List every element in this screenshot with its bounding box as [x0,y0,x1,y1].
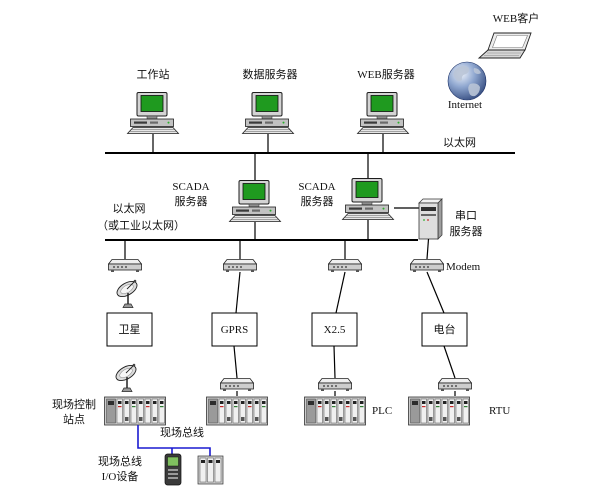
web-client-label: WEB客户 [493,11,539,25]
modem-icon [410,259,444,272]
io-module-icon [197,455,224,485]
data-server-label: 数据服务器 [243,67,298,81]
modem-icon [328,259,362,272]
laptop-screen [492,35,528,48]
channel-label: 电台 [434,322,456,336]
gprs-uplink [235,271,241,314]
x25-downlink [333,345,336,379]
serial-server-led [427,219,429,221]
field-station-label: 站点 [63,412,85,426]
modem-label: Modem [446,261,481,273]
radio-uplink [426,271,445,314]
handheld-keypad [168,473,178,475]
serial-server-side [437,198,443,240]
scada-server-1-label: SCADA [172,181,209,193]
fieldbus-io-label: 现场总线 [98,454,142,468]
rtu-rack-icon [408,396,470,426]
io-slot-label [208,460,213,463]
channel-box [421,312,468,347]
scada-server-2-label: 服务器 [301,195,334,208]
io-slot [199,457,207,483]
globe-icon [447,61,487,101]
internet-label: Internet [448,99,482,111]
scada-server-2-label: SCADA [298,181,335,193]
channel-gprs: GPRS [211,312,258,347]
handheld-keypad [168,469,178,471]
serial-server-icon [418,198,443,240]
ethernet-label: 以太网 [443,136,476,149]
channel-label: GPRS [221,324,249,336]
handheld-screen [167,456,179,467]
modem-icon [438,378,472,391]
modem-4-link [426,238,430,260]
scada-server-1-label: 服务器 [175,195,208,208]
channel-label: X2.5 [324,324,346,336]
globe-continent [468,83,480,97]
field-bus-label: 现场总线 [160,425,204,439]
modem-icon [220,378,254,391]
workstation-computer-icon [127,92,179,134]
laptop-icon [477,32,532,59]
modem-icon [223,259,257,272]
channel-box [311,312,358,347]
satellite-dish-icon [114,278,141,308]
handheld-keypad [168,477,178,479]
field-station-label: 现场控制 [52,397,96,411]
workstation-label: 工作站 [137,67,170,81]
scada-server-2-computer-icon [342,178,394,220]
globe-continent [453,66,470,82]
io-slot [207,457,214,483]
field-station-plc-rack-icon [104,396,166,426]
plc-rack-icon [304,396,366,426]
io-slot-label [216,460,220,463]
channel-satellite: 卫星 [106,312,153,347]
plc-rack-icon [206,396,268,426]
industrial-ethernet-label: 以太网 [113,202,146,215]
globe-continent [473,68,481,74]
modem-icon [108,259,142,272]
serial-server-led [423,219,425,221]
industrial-ethernet-label: （或工业以太网） [97,219,185,232]
web-server-computer-icon [357,92,409,134]
web-server-label: WEB服务器 [357,68,414,81]
io-slot [214,457,222,483]
data-server-computer-icon [242,92,294,134]
channel-label: 卫星 [119,323,141,336]
fieldbus-io-label: I/O设备 [102,469,139,483]
field-bus-line [137,425,211,456]
serial-server-panel [421,207,436,211]
handheld-terminal-icon [164,453,182,486]
modem-icon [318,378,352,391]
serial-server-label: 串口 [455,209,477,222]
channel-box [106,312,153,347]
channel-x25: X2.5 [311,312,358,347]
serial-server-label: 服务器 [450,225,483,238]
gprs-downlink [233,345,238,379]
io-slot-label [201,460,205,463]
laptop-base [477,49,526,59]
serial-server-port [421,214,436,216]
channel-radio: 电台 [421,312,468,347]
plc-label: PLC [372,405,392,417]
channel-box [211,312,258,347]
rtu-label: RTU [489,405,510,417]
scada-server-1-computer-icon [229,180,281,222]
radio-downlink [443,345,456,379]
satellite-dish-icon [113,362,140,392]
x25-uplink [335,271,346,314]
